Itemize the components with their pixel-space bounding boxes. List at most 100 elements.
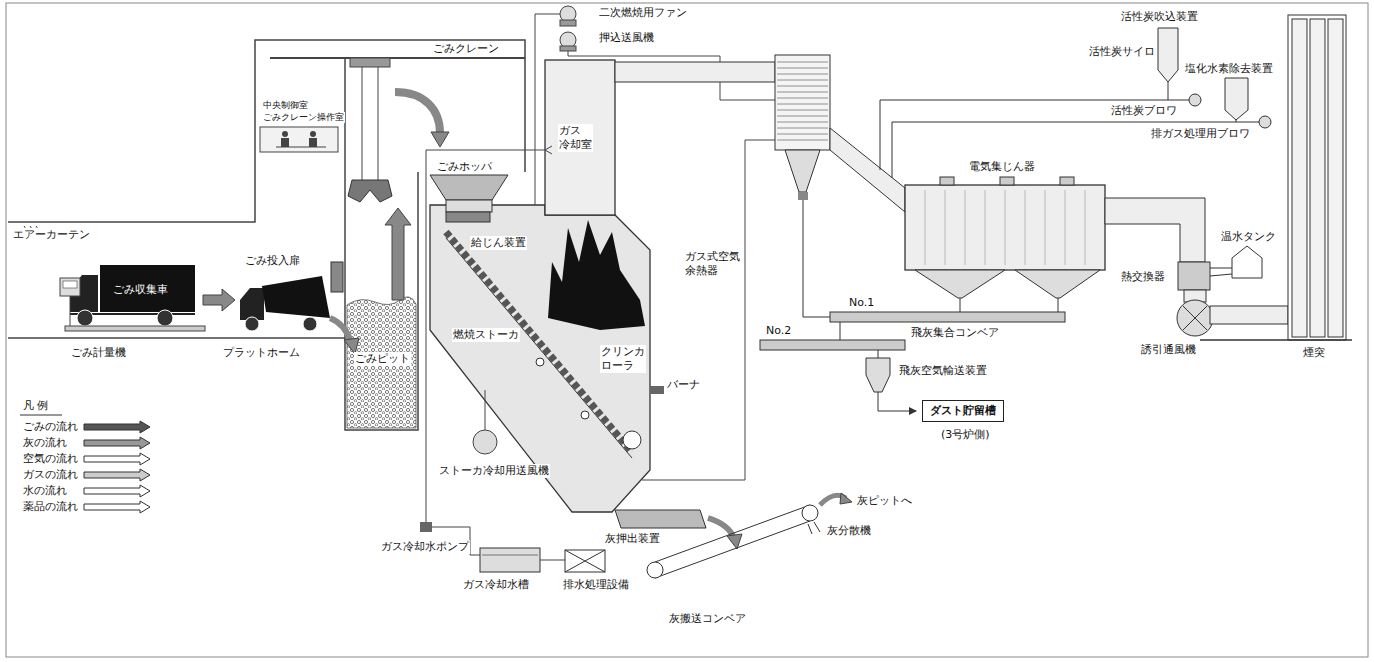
- legend-text: 薬品の流れ: [22, 500, 79, 514]
- fly-ash-system: [878, 350, 879, 358]
- part-label: ごみピット: [354, 352, 411, 366]
- water-system: [482, 555, 538, 556]
- electrostatic-precipitator: [1060, 177, 1074, 185]
- control-room: [276, 147, 326, 148]
- ash-conveyor: [647, 562, 663, 578]
- fly-ash-system: [830, 312, 1065, 322]
- flue-and-stack: [1177, 300, 1213, 336]
- part-label: 活性炭吹込装置: [1120, 10, 1199, 24]
- collection-truck: [65, 326, 205, 331]
- legend-arrow: [84, 437, 150, 449]
- waste-flow-arrows: [203, 289, 235, 311]
- waste-flow-arrows: [431, 132, 449, 147]
- control-room: [282, 131, 288, 137]
- part-label: ごみクレーン: [432, 42, 500, 56]
- control-room: [260, 127, 338, 152]
- fly-ash-system: [840, 322, 841, 340]
- part-label: クリンカ ローラ: [600, 345, 646, 373]
- tipping-truck: [262, 276, 330, 318]
- chemical-supply: [1259, 116, 1271, 128]
- gas-duct-and-preheater: [775, 55, 830, 150]
- furnace: [430, 175, 508, 200]
- electrostatic-precipitator: [940, 177, 954, 185]
- building: [345, 172, 418, 430]
- electrostatic-precipitator: [1000, 177, 1014, 185]
- part-label: エアーカーテン: [12, 228, 91, 242]
- part-label: ガス式空気 余熱器: [684, 250, 741, 278]
- part-label: 誘引通風機: [1140, 343, 1197, 357]
- gas-duct-and-preheater: [777, 62, 828, 140]
- furnace: [650, 386, 664, 394]
- furnace: [548, 220, 645, 330]
- part-label: 排ガス処理用ブロワ: [1150, 127, 1251, 141]
- collection-truck: [70, 296, 71, 326]
- control-room: [260, 127, 338, 152]
- furnace: [446, 200, 492, 212]
- ash-conveyor: [655, 505, 810, 562]
- part-label: ごみホッパ: [436, 160, 493, 174]
- fly-ash-system: [760, 340, 905, 350]
- flue-and-stack: [1292, 19, 1307, 337]
- part-label: 灰ピットへ: [856, 494, 913, 508]
- waste-pit: [347, 297, 416, 428]
- ash-conveyor: [808, 524, 812, 534]
- fans-and-air-lines: [560, 46, 576, 51]
- electrostatic-precipitator: [915, 270, 1005, 298]
- fans-and-air-lines: [535, 14, 560, 205]
- legend-underline: [20, 415, 62, 416]
- part-label: 給じん装置: [470, 236, 527, 250]
- fly-ash-system: [878, 392, 916, 411]
- part-label: 活性炭サイロ: [1088, 45, 1156, 59]
- collection-truck: [100, 265, 195, 312]
- part-label: ごみ投入扉: [244, 254, 301, 268]
- flue-and-stack: [1210, 306, 1288, 324]
- water-system: [565, 550, 605, 572]
- legend-arrow: [84, 469, 150, 481]
- box-text: ダスト貯留槽: [930, 404, 996, 418]
- fly-ash-system: [960, 298, 961, 312]
- waste-flow-arrows: [385, 208, 411, 300]
- part-label: ガス 冷却室: [558, 124, 593, 152]
- flue-and-stack: [1232, 246, 1262, 278]
- electrostatic-precipitator: [1015, 270, 1100, 298]
- furnace: [581, 411, 589, 419]
- part-label: 灰搬送コンベア: [668, 612, 747, 626]
- part-label: 電気集じん器: [968, 160, 1036, 174]
- legend-text: 灰の流れ: [22, 436, 68, 450]
- water-system: [565, 550, 605, 572]
- flue-and-stack: [1178, 262, 1210, 290]
- part-label: 二次燃焼用ファン: [598, 6, 688, 20]
- control-room: [281, 138, 289, 147]
- control-room: [309, 138, 317, 147]
- waste-crane: [378, 67, 379, 180]
- tipping-truck: [245, 317, 259, 331]
- part-label: 活性炭ブロワ: [1110, 104, 1178, 118]
- part-label: 押込送風機: [598, 31, 655, 45]
- legend-text: 水の流れ: [22, 484, 68, 498]
- legend-underline: [20, 415, 62, 416]
- furnace: [446, 232, 632, 452]
- chemical-supply: [1189, 94, 1201, 106]
- flue-and-stack: [1183, 306, 1207, 330]
- fly-ash-system: [760, 200, 1065, 411]
- tipping-truck: [303, 317, 317, 331]
- part-label: ごみ計量機: [70, 346, 127, 360]
- part-label: ガス冷却水ポンプ: [380, 540, 470, 554]
- part-label: 煙突: [1302, 346, 1326, 360]
- waste-crane: [362, 67, 363, 180]
- water-system: [540, 560, 565, 561]
- fly-ash-system: [866, 358, 890, 392]
- furnace: [430, 60, 706, 528]
- gas-duct-and-preheater: [830, 128, 905, 212]
- part-label: ガス冷却水槽: [462, 578, 530, 592]
- gas-duct-and-preheater: [615, 55, 905, 212]
- part-label: 排水処理設備: [562, 578, 630, 592]
- frame: [6, 3, 1368, 657]
- waste-flow-arrows: [395, 92, 440, 133]
- flue-and-stack: [1310, 19, 1325, 337]
- part-label: 燃焼ストーカ: [452, 328, 520, 342]
- fly-ash-system: [803, 200, 830, 317]
- water-system: [545, 150, 552, 154]
- building: [344, 58, 346, 262]
- building: [8, 337, 345, 339]
